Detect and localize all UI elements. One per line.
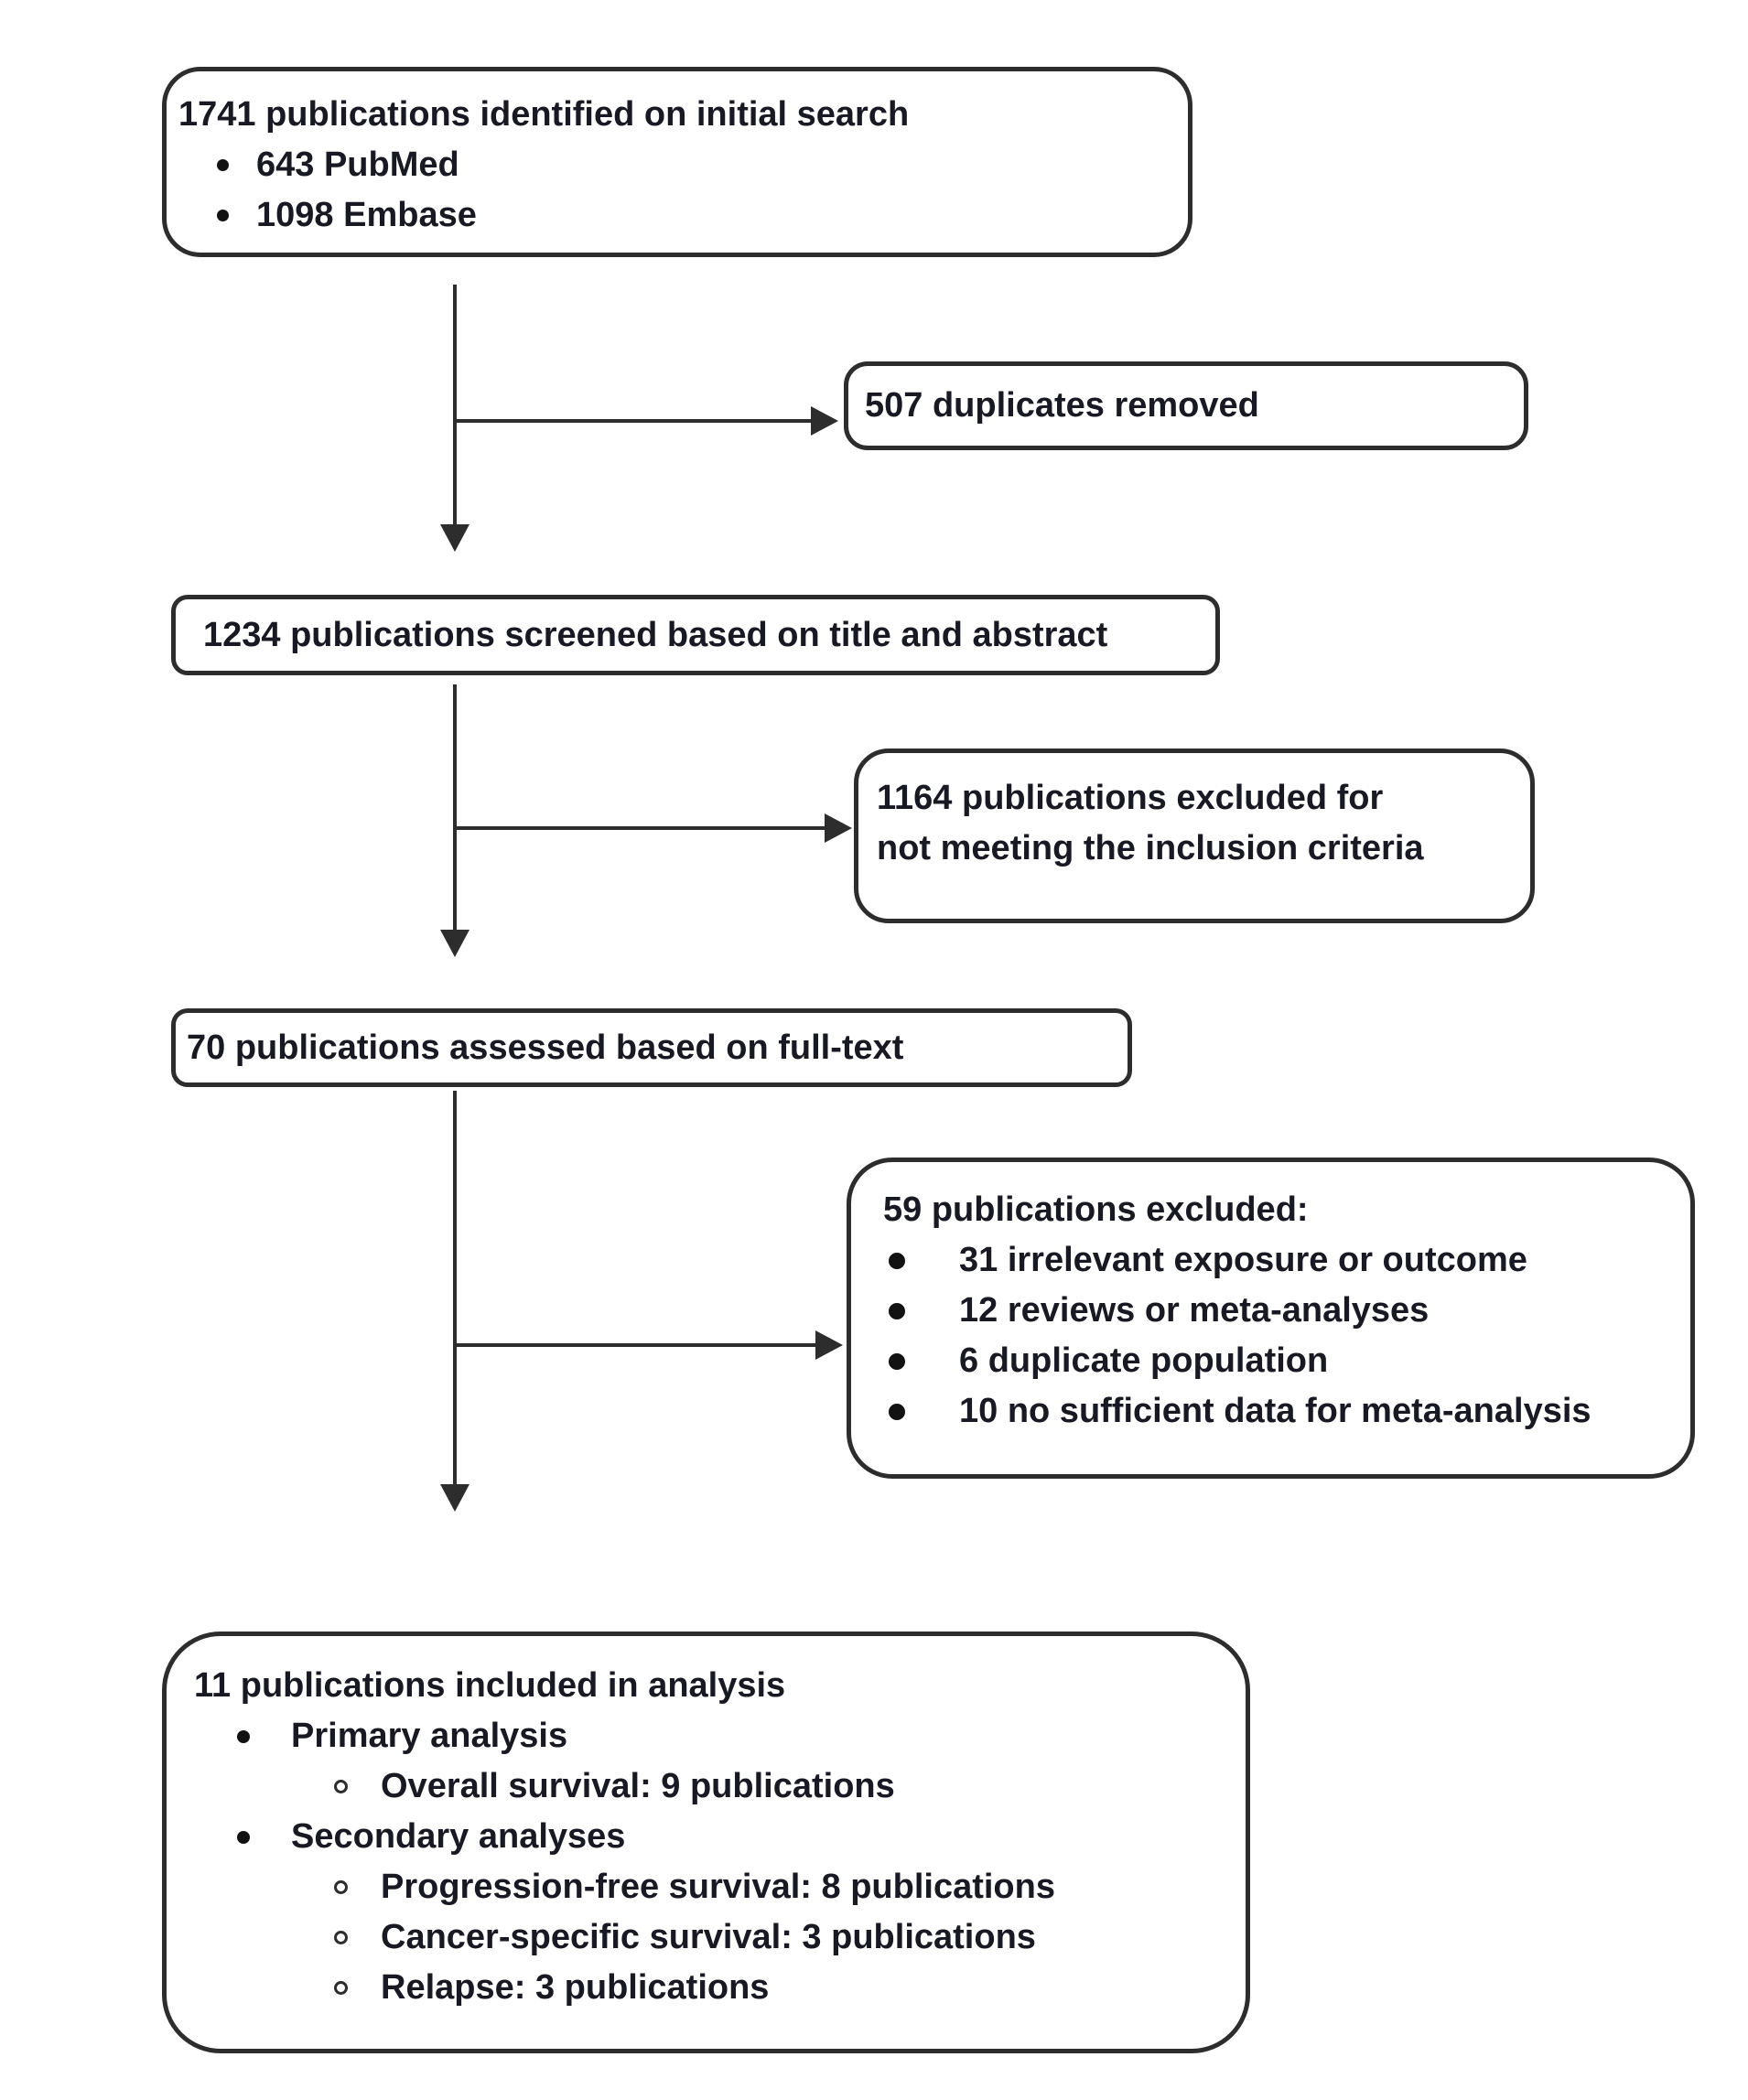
excluded-screening-line: 1164 publications excluded for <box>877 773 1530 824</box>
list-item-label: 643 PubMed <box>256 145 459 184</box>
list-item-label: Overall survival: 9 publications <box>381 1767 895 1805</box>
bullet-icon <box>889 1302 905 1319</box>
excluded-screening-text: 1164 publications excluded for <box>877 779 1384 817</box>
list-item: 12 reviews or meta-analyses <box>883 1286 1690 1336</box>
arrow-down-icon <box>440 524 469 552</box>
arrow-right-icon <box>825 813 852 843</box>
bullet-icon <box>217 210 229 221</box>
connector-line-down-1 <box>453 285 457 524</box>
group-label: Secondary analyses <box>291 1817 626 1856</box>
bullet-icon <box>889 1352 905 1370</box>
list-item-label: 31 irrelevant exposure or outcome <box>959 1241 1527 1279</box>
list-item-label: Progression-free survival: 8 publication… <box>381 1868 1055 1906</box>
box-duplicates-removed: 507 duplicates removed <box>844 361 1528 450</box>
list-item-group-label: Primary analysis <box>194 1711 1246 1761</box>
connector-line-branch-3 <box>455 1343 815 1347</box>
list-item: 10 no sufficient data for meta-analysis <box>883 1386 1690 1437</box>
list-item: 6 duplicate population <box>883 1336 1690 1386</box>
connector-line-down-3 <box>453 1091 457 1484</box>
list-item: Relapse: 3 publications <box>194 1963 1246 2013</box>
bullet-icon <box>237 1729 250 1743</box>
list-item-label: 1098 Embase <box>256 196 477 234</box>
box-title: 11 publications included in analysis <box>194 1661 1246 1711</box>
box-fulltext-assessed: 70 publications assessed based on full-t… <box>171 1008 1132 1087</box>
list-item: Overall survival: 9 publications <box>194 1761 1246 1812</box>
box-excluded-fulltext: 59 publications excluded: 31 irrelevant … <box>847 1158 1695 1479</box>
box-excluded-screening: 1164 publications excluded for not meeti… <box>854 748 1535 923</box>
arrow-right-icon <box>811 406 838 436</box>
list-item-label: 6 duplicate population <box>959 1341 1329 1380</box>
list-item: 31 irrelevant exposure or outcome <box>883 1235 1690 1286</box>
box-title: 1741 publications identified on initial … <box>178 90 1188 140</box>
arrow-right-icon <box>815 1330 843 1360</box>
list-item-label: 10 no sufficient data for meta-analysis <box>959 1392 1592 1430</box>
group-label: Primary analysis <box>291 1717 568 1755</box>
excluded-fulltext-title: 59 publications excluded: <box>883 1190 1309 1229</box>
list-item-group-label: Secondary analyses <box>194 1812 1246 1862</box>
list-item-label: Relapse: 3 publications <box>381 1968 770 2007</box>
box-records-identified: 1741 publications identified on initial … <box>162 67 1192 257</box>
arrow-down-icon <box>440 1484 469 1512</box>
box-title-abstract-screened: 1234 publications screened based on titl… <box>171 595 1220 675</box>
list-item: 643 PubMed <box>178 140 1188 190</box>
bullet-icon <box>889 1252 905 1269</box>
excluded-screening-text: not meeting the inclusion criteria <box>877 829 1424 867</box>
box-included-analysis: 11 publications included in analysis Pri… <box>162 1632 1250 2053</box>
circle-bullet-icon <box>334 1880 348 1894</box>
included-analysis-title: 11 publications included in analysis <box>194 1666 786 1705</box>
list-item: Progression-free survival: 8 publication… <box>194 1862 1246 1912</box>
duplicates-removed-label: 507 duplicates removed <box>865 386 1259 425</box>
circle-bullet-icon <box>334 1931 348 1944</box>
bullet-icon <box>889 1403 905 1420</box>
circle-bullet-icon <box>334 1981 348 1995</box>
list-item: 1098 Embase <box>178 190 1188 241</box>
bullet-icon <box>237 1830 250 1844</box>
excluded-screening-line: not meeting the inclusion criteria <box>877 824 1530 874</box>
list-item: Cancer-specific survival: 3 publications <box>194 1912 1246 1963</box>
fulltext-assessed-label: 70 publications assessed based on full-t… <box>187 1028 904 1067</box>
screened-label: 1234 publications screened based on titl… <box>203 615 1108 654</box>
box-title: 59 publications excluded: <box>883 1185 1690 1235</box>
bullet-icon <box>217 159 229 171</box>
connector-line-branch-2 <box>455 826 825 830</box>
circle-bullet-icon <box>334 1780 348 1793</box>
records-identified-title: 1741 publications identified on initial … <box>178 95 910 134</box>
list-item-label: Cancer-specific survival: 3 publications <box>381 1918 1036 1956</box>
connector-line-branch-1 <box>455 419 811 423</box>
connector-line-down-2 <box>453 684 457 930</box>
list-item-label: 12 reviews or meta-analyses <box>959 1291 1430 1330</box>
arrow-down-icon <box>440 930 469 957</box>
